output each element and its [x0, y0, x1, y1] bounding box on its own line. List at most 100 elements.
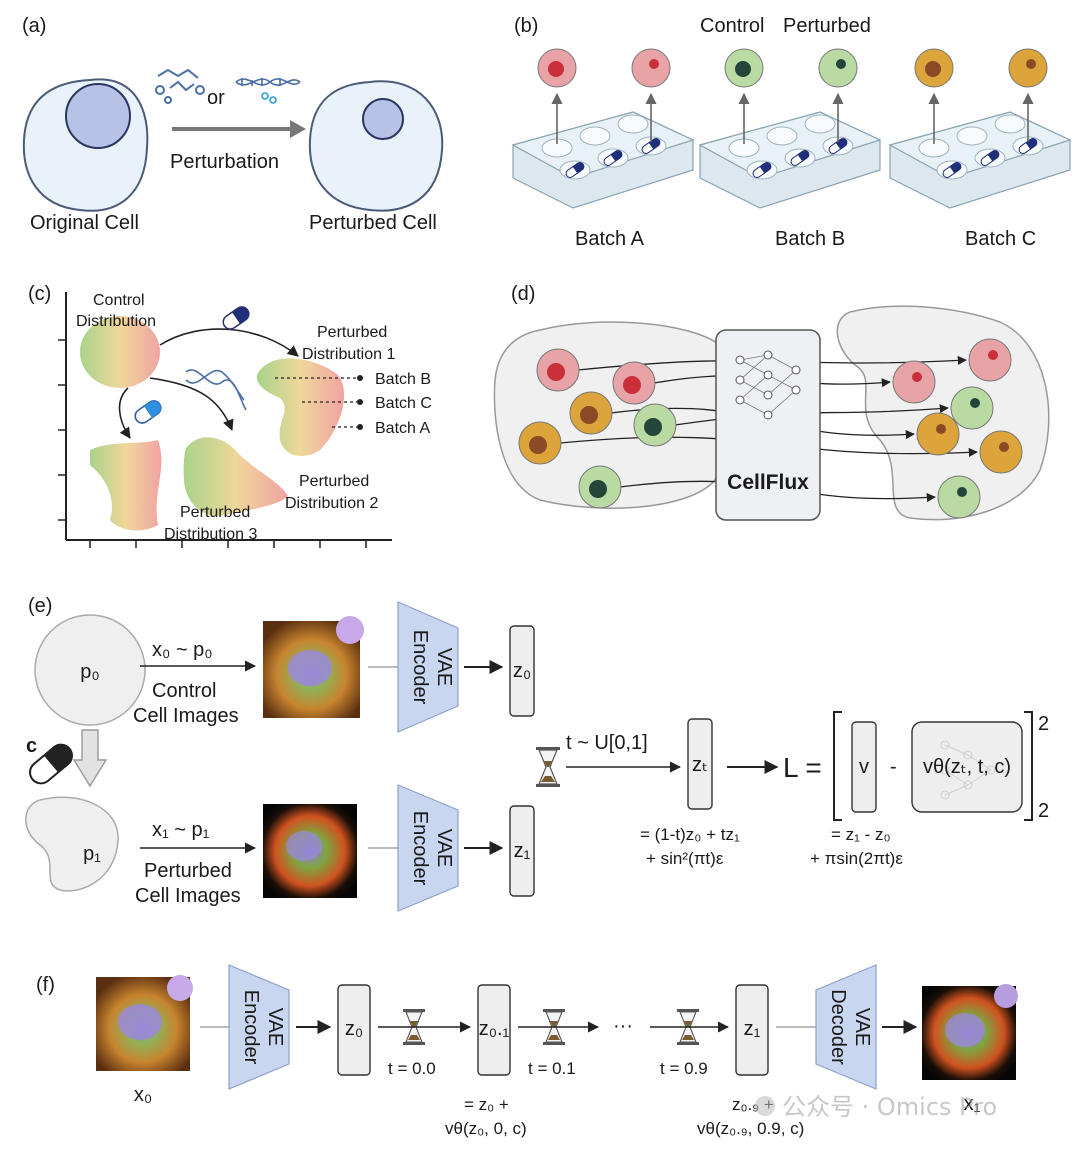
v-equation-2: + πsin(2πt)ε [810, 849, 903, 868]
flow-cell-nucleus [936, 424, 946, 434]
f-x1-nucleus [945, 1013, 985, 1047]
condition-pill-icon [29, 743, 73, 785]
loss-bracket-left [833, 711, 842, 821]
flow-cell [968, 338, 1012, 382]
perturbation-arrowhead [290, 120, 306, 138]
vae-encoder-top [397, 601, 459, 733]
zt-equation-2: + sin²(πt)ε [646, 849, 724, 868]
or-text: or [207, 87, 225, 109]
perturbed-distribution-3 [90, 440, 162, 531]
f-x0-nucleus [118, 1004, 162, 1040]
batch-cell-nucleus [548, 61, 564, 77]
f-encoder-word: Encoder [240, 990, 262, 1065]
f-encoder-vae: VAE [264, 1008, 286, 1047]
p1-blob [25, 796, 119, 892]
batch-a-label: Batch A [575, 228, 645, 250]
arrow-to-dist-2 [149, 377, 234, 432]
panel-f: (f) x₀ VAE Encoder z₀ t = 0.0 z₀.₁ t = 0… [36, 964, 1018, 1138]
vtheta-net-icon [940, 740, 996, 800]
f-x0-spot [167, 975, 193, 1001]
plate-a [511, 48, 695, 209]
cellflux-label: CellFlux [727, 471, 809, 494]
well [994, 114, 1026, 134]
hourglass-icon [536, 747, 560, 787]
perturbed-cell-caption: Perturbed Cell [309, 212, 437, 234]
original-cell [22, 78, 149, 212]
loss-superscript: 2 [1038, 713, 1049, 735]
loss-subscript: 2 [1038, 800, 1049, 822]
flow-cell-nucleus [644, 418, 662, 436]
pert-dist-1-label-2: Distribution 1 [302, 346, 395, 363]
control-images-2: Cell Images [133, 705, 239, 727]
pill-icon [222, 306, 250, 330]
perturbed-distribution-2 [183, 437, 288, 516]
f-x0-label: x₀ [134, 1084, 152, 1106]
flow-cell [916, 412, 960, 456]
panel-a-letter: (a) [22, 15, 46, 37]
flow-cell-nucleus [970, 398, 980, 408]
p1-label: p₁ [83, 843, 101, 865]
perturbed-distribution-1 [256, 358, 345, 456]
neural-net-icon [735, 350, 801, 420]
original-cell-caption: Original Cell [30, 212, 139, 234]
f-x1-label: x₁ [964, 1093, 981, 1115]
f-eq1-line1: = z₀ + [464, 1095, 509, 1114]
perturbed-image-nucleus [286, 831, 322, 861]
well-pill-icon [942, 162, 962, 178]
f-t1-label: t = 0.1 [528, 1059, 576, 1078]
f-eq1-line2: vθ(z₀, 0, c) [445, 1119, 527, 1138]
flow-cell-nucleus [529, 436, 547, 454]
c-batch-a-label: Batch A [375, 420, 430, 437]
f-decoder-vae: VAE [851, 1008, 873, 1047]
panel-e-letter: (e) [28, 595, 52, 617]
pert-dist-3-label-2: Distribution 3 [164, 526, 257, 543]
panel-d: (d) CellFlux [493, 283, 1050, 521]
control-image-spot [336, 616, 364, 644]
arrow-to-dist-3 [118, 387, 131, 439]
batch-b-dot [357, 375, 363, 381]
batch-cell-nucleus [925, 61, 941, 77]
panel-d-cells [518, 338, 1023, 519]
c-batch-b-label: Batch B [375, 371, 431, 388]
well [766, 126, 798, 146]
z0-box [509, 625, 535, 717]
flow-cell-nucleus [957, 487, 967, 497]
f-decoder-word: Decoder [827, 989, 849, 1065]
panel-b-letter: (b) [514, 15, 538, 37]
f-z1-box [735, 984, 769, 1076]
vae-encoder-bottom [397, 784, 459, 912]
flow-cell-nucleus [589, 480, 607, 498]
control-image-nucleus [288, 650, 332, 686]
v-box [851, 721, 877, 813]
original-nucleus [65, 83, 131, 149]
perturbed-cell [308, 80, 444, 212]
control-images-1: Control [152, 680, 216, 702]
z0-label: z₀ [513, 660, 531, 682]
f-ellipsis: ··· [613, 1015, 633, 1037]
encoder-top-word: Encoder [409, 630, 431, 705]
condition-arrow [72, 729, 108, 788]
f-eq2-line2: vθ(z₀.₉, 0.9, c) [697, 1119, 804, 1138]
arrow-to-dist-1 [159, 328, 299, 357]
control-dist-label-1: Control [93, 292, 145, 309]
plate-b [698, 48, 882, 209]
pert-dist-1-label-1: Perturbed [317, 324, 387, 341]
well-pill-icon [980, 150, 1000, 166]
panel-a: (a) or Perturbation Origi [22, 15, 444, 234]
watermark: 公众号 · Omics Pro [755, 1093, 997, 1121]
well-pill-icon [641, 138, 661, 154]
well [579, 126, 611, 146]
dna-scissors-icon [235, 78, 301, 104]
batch-cell-nucleus [1026, 59, 1036, 69]
t-sample-label: t ~ U[0,1] [566, 732, 648, 754]
f-vae-encoder [228, 964, 290, 1090]
panel-b: (b) Control Perturbed Batch A Batch B Ba… [511, 15, 1072, 250]
well [617, 114, 649, 134]
f-z0-label: z₀ [345, 1018, 363, 1040]
perturbation-label: Perturbation [170, 151, 279, 173]
zt-box [687, 718, 713, 810]
flow-cell [979, 430, 1023, 474]
control-label: Control [700, 15, 764, 37]
flow-cell-nucleus [912, 372, 922, 382]
flow-cell-nucleus [999, 442, 1009, 452]
